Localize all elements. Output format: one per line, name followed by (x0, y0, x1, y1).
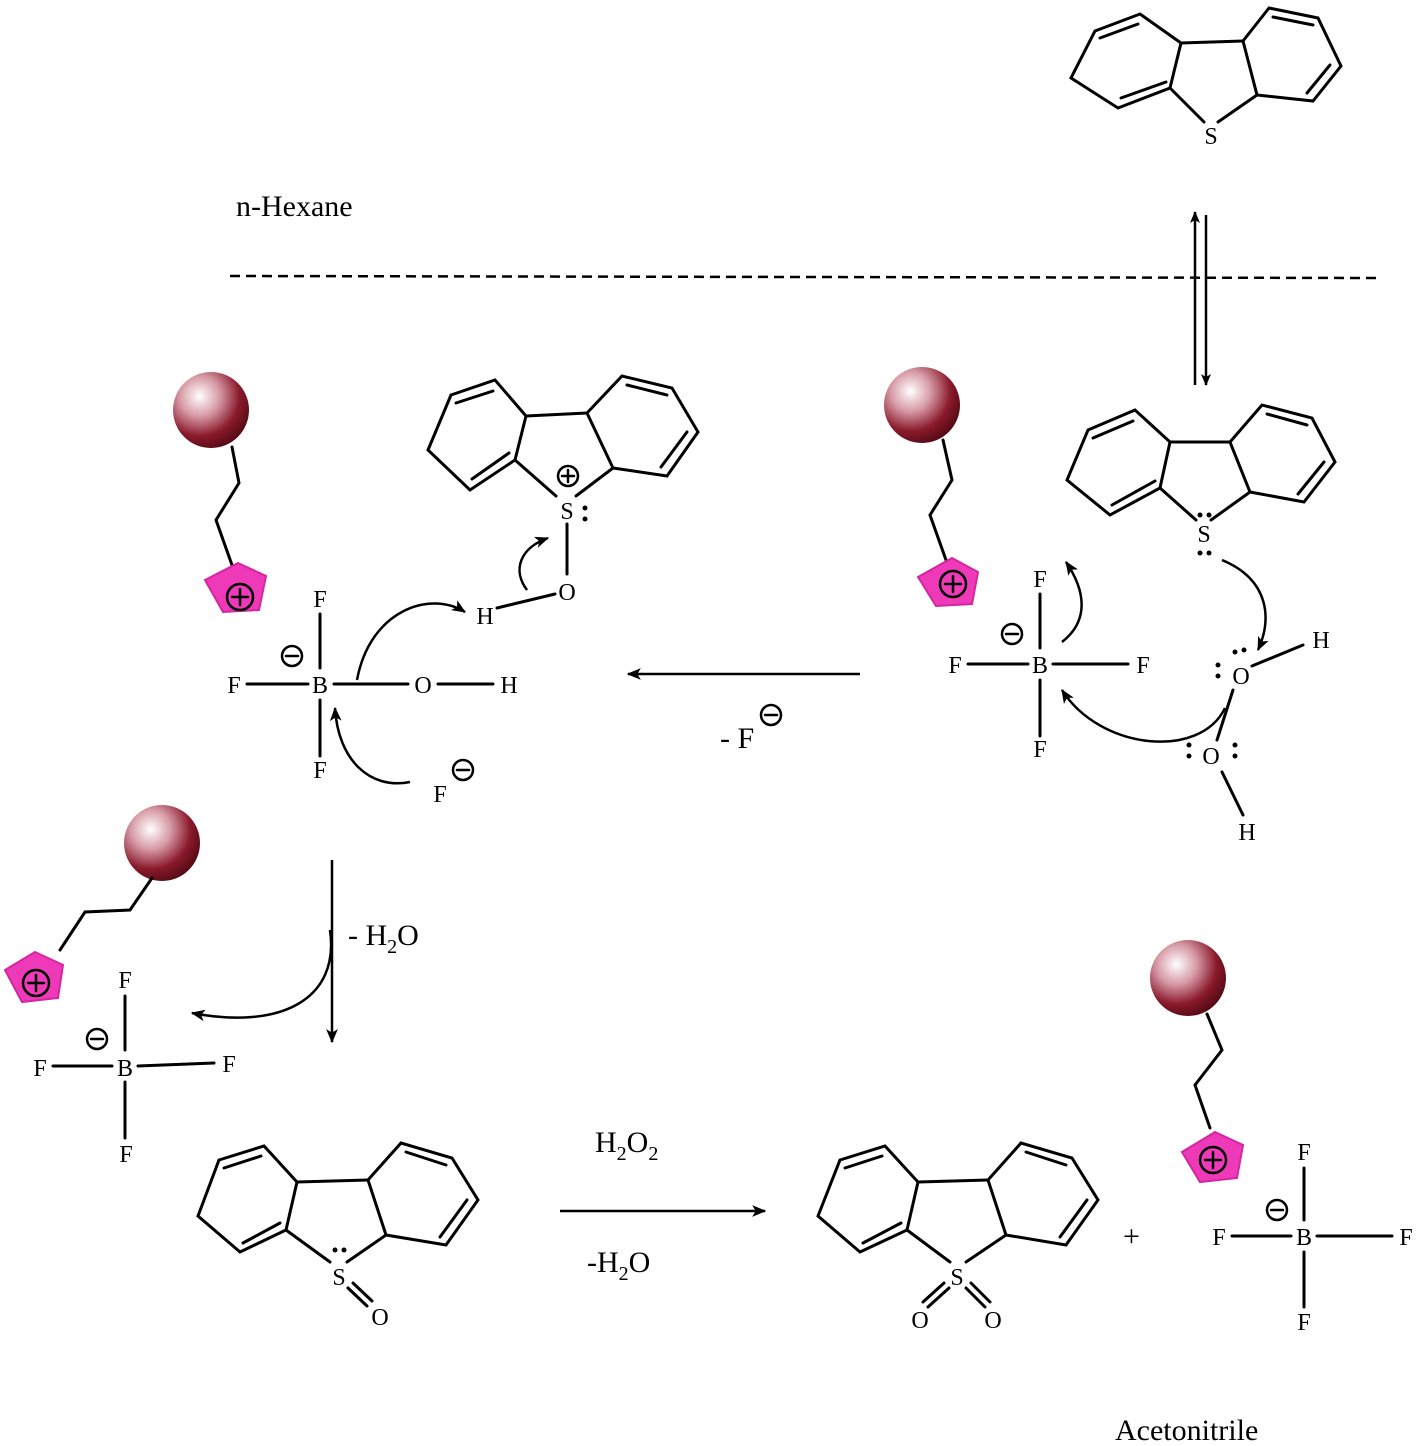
minus-fluoride-label: - F (720, 722, 754, 755)
fluorine-bottom: F (1033, 737, 1046, 763)
dbt-sulfonium-intermediate: S O H (426, 374, 700, 630)
fluorine-right: F (1399, 1225, 1412, 1251)
sulfone-sulfur: S (950, 1265, 963, 1291)
fluoride-departure-arrow (1061, 561, 1083, 643)
fluorine-bottom: F (119, 1142, 132, 1168)
plus-sign: + (1123, 1220, 1140, 1253)
support-bead-icon (124, 805, 200, 881)
hydroxyl-hydrogen: H (500, 673, 517, 699)
ionic-liquid-bottom-right (1150, 940, 1245, 1184)
acetonitrile-phase-label: Acetonitrile (1115, 1414, 1258, 1446)
bond-cleavage-arrow (1060, 689, 1227, 743)
sulfone-oxygen-2: O (984, 1308, 1001, 1334)
imidazolium-cation-icon (203, 561, 268, 614)
ionic-liquid-bottom-left (3, 805, 200, 1004)
ionic-liquid-right (884, 367, 980, 608)
boron: B (117, 1056, 133, 1082)
hexane-phase-label: n-Hexane (236, 190, 353, 223)
minus-water-bottom-label: -H2O (587, 1246, 650, 1285)
fluorine-top: F (313, 587, 326, 613)
fluorine-top: F (1297, 1140, 1310, 1166)
h2o2-hydrogen-1: H (1312, 628, 1329, 654)
dbt-sulfoxide: S O (196, 1141, 480, 1331)
sulfonium-hydrogen: H (476, 604, 493, 630)
fluorine-left: F (1212, 1225, 1225, 1251)
sulfone-oxygen-1: O (911, 1308, 928, 1334)
support-bead-icon (173, 372, 249, 448)
h2o2-hydrogen-2: H (1238, 820, 1255, 846)
fluorine-right: F (222, 1052, 235, 1078)
dibenzothiophene-top: S (1069, 6, 1343, 150)
fluorine-left: F (33, 1056, 46, 1082)
hydroxytrifluoroborate: B F F F O H (227, 587, 517, 784)
fluorine-top: F (1033, 567, 1046, 593)
fluorine-left: F (948, 653, 961, 679)
dbt-sulfone: S O O (816, 1141, 1100, 1334)
fluorine-bottom: F (1297, 1310, 1310, 1336)
fluorine-left: F (227, 673, 240, 699)
nucleophilic-attack-arrow (1221, 558, 1269, 652)
hydrogen-peroxide-label: H2O2 (595, 1126, 658, 1165)
tetrafluoroborate-bottom-left: B F F F F (33, 968, 235, 1168)
hydrogen-peroxide: O H O H (1186, 628, 1330, 846)
fluoride-attack-arrow (329, 706, 411, 785)
minus-water-label: - H2O (348, 919, 419, 958)
ionic-liquid-left (173, 372, 268, 614)
tetrafluoroborate-right: B F F F F (948, 567, 1149, 763)
catalyst-regeneration-arrow (190, 929, 333, 1022)
support-bead-icon (884, 367, 960, 443)
fluorine-top: F (118, 968, 131, 994)
h2o2-oxygen-1: O (1232, 664, 1249, 690)
boron: B (1296, 1225, 1312, 1251)
boron: B (312, 673, 328, 699)
dibenzothiophene-extracted: S (1065, 403, 1337, 556)
proton-shift-arrow (518, 536, 550, 591)
dbt-top-sulfur: S (1204, 124, 1217, 150)
h2o2-oxygen-2: O (1202, 744, 1219, 770)
sulfonium-sulfur: S (560, 499, 573, 525)
sulfoxide-sulfur: S (332, 1265, 345, 1291)
fluorine-right: F (1136, 653, 1149, 679)
fluoride-anion: F (433, 782, 446, 808)
dbt-right-sulfur: S (1197, 522, 1210, 548)
hydroxide-transfer-arrow (355, 600, 466, 681)
boron: B (1032, 653, 1048, 679)
imidazolium-cation-icon (916, 556, 980, 608)
sulfoxide-oxygen: O (371, 1305, 388, 1331)
sulfonium-oxygen: O (558, 580, 575, 606)
tetrafluoroborate-bottom-right: B F F F F (1212, 1140, 1412, 1336)
lone-pair-dots (1197, 512, 1212, 556)
imidazolium-cation-icon (3, 950, 65, 1004)
fluorine-bottom: F (313, 758, 326, 784)
support-bead-icon (1150, 940, 1226, 1016)
hydroxyl-oxygen: O (414, 673, 431, 699)
